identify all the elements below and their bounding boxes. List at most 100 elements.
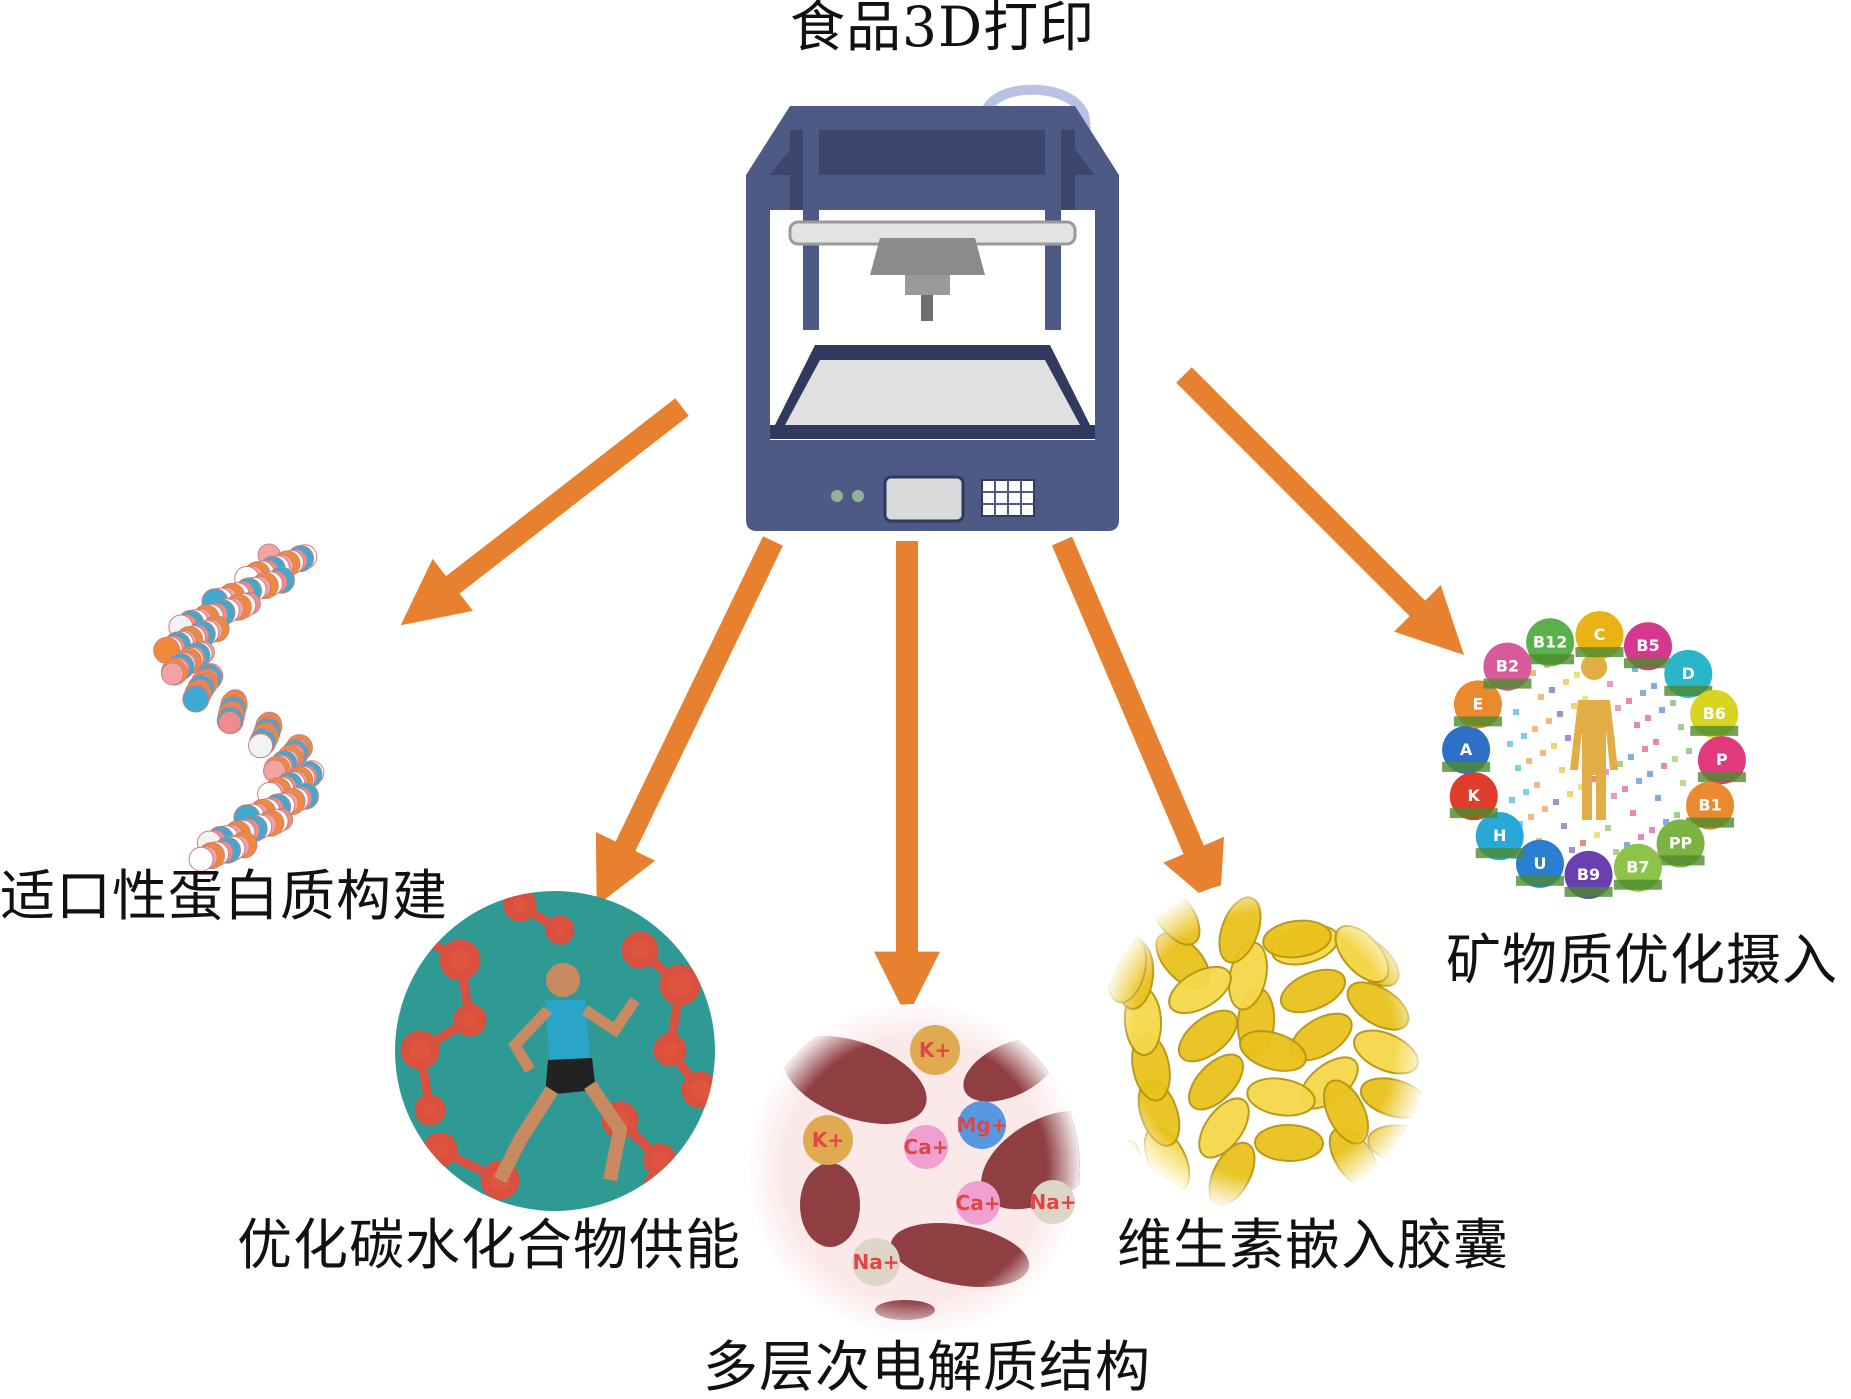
nutrient-dot [1534,782,1540,788]
vitamin-label: D [1682,664,1695,683]
nutrient-dot [1542,806,1548,812]
vegetable-base [1613,879,1662,890]
nutrient-dot [1615,705,1621,711]
atom [248,733,274,759]
label-electrolyte: 多层次电解质结构 [703,1335,1152,1399]
arrow-to-vitamin [1051,536,1224,911]
vitamin-label: B1 [1698,796,1721,815]
nutrient-dot [1640,690,1646,696]
nutrient-dot [1663,819,1669,825]
nutrient-dot [1628,754,1634,760]
vegetable-base [1690,725,1739,736]
vegetable-base [1623,658,1672,669]
nutrient-dot [1559,767,1565,773]
nutrient-dot [1653,739,1659,745]
atom [182,685,210,713]
nutrient-dot [1617,761,1623,767]
nutrient-dot [1624,842,1630,848]
vitamin-label: B6 [1703,704,1726,723]
vitamin-label: A [1460,740,1473,759]
vitamin-label: B7 [1626,858,1649,877]
nutrient-dot [1509,797,1515,803]
ion-label: Mg+ [957,1113,1008,1137]
ion-label: Na+ [1030,1190,1077,1214]
nutrient-dot [1515,765,1521,771]
nutrient-dot [1569,847,1575,853]
nutrient-dot [1645,715,1651,721]
nutrient-dot [1632,666,1638,672]
nutrient-dot [1521,733,1527,739]
nutrient-dot [1538,694,1544,700]
nutrient-dot [1513,709,1519,715]
arrow-to-protein [400,398,689,626]
nutrient-dot [1574,672,1580,678]
nutrient-dot [1594,832,1600,838]
vitamin-capsules-image [1098,880,1428,1210]
nutrient-dot [1565,735,1571,741]
nutrient-dot [1670,700,1676,706]
title-food-3d-printing: 食品3D打印 [790,0,1096,59]
vitamin-label: C [1594,625,1606,644]
nutrient-dot [1630,810,1636,816]
nutrient-dot [1678,724,1684,730]
nutrient-dot [1561,823,1567,829]
nutrient-dot [1672,756,1678,762]
label-vitamin: 维生素嵌入胶囊 [1117,1213,1510,1277]
vegetable-base [1453,716,1502,727]
vegetable-base [1442,761,1491,772]
nutrient-dot [1647,771,1653,777]
nutrient-dot [1563,679,1569,685]
ion-label: Ca+ [956,1191,1001,1215]
nutrient-dot [1567,791,1573,797]
atom [161,662,185,686]
3d-printer-icon [746,84,1119,531]
nutrient-dot [1605,825,1611,831]
vegetable-base [1664,685,1713,696]
nutrient-dot [1551,743,1557,749]
vegetable-base [1475,848,1524,859]
nutrient-dot [1661,763,1667,769]
vegetable-base [1449,808,1498,819]
vitamin-label: B12 [1533,632,1567,651]
nutrient-dot [1553,799,1559,805]
nutrient-dot [1613,849,1619,855]
nutrient-dot [1530,670,1536,676]
nutrient-dot [1540,750,1546,756]
vitamin-label: U [1534,854,1547,873]
nutrient-dot [1526,758,1532,764]
vegetable-base [1526,654,1575,665]
ion-label: K+ [919,1038,951,1062]
label-carbohydrate: 优化碳水化合物供能 [237,1213,742,1277]
nutrient-dot [1582,696,1588,702]
label-mineral: 矿物质优化摄入 [1446,928,1839,992]
vegetable-base [1686,817,1735,828]
vitamin-label: B2 [1496,657,1519,676]
vitamin-label: PP [1669,833,1693,852]
nutrient-dot [1578,784,1584,790]
ion-label: Ca+ [904,1135,949,1159]
nutrient-dot [1634,722,1640,728]
atom [218,710,242,734]
nutrient-dot [1674,812,1680,818]
nutrient-dot [1622,786,1628,792]
nutrient-dot [1580,840,1586,846]
nutrient-dot [1686,748,1692,754]
nutrient-dot [1557,711,1563,717]
nutrient-dot [1680,780,1686,786]
nutrient-dot [1546,718,1552,724]
ion-label: Na+ [853,1250,900,1274]
vitamin-label: E [1472,694,1483,713]
nutrient-dot [1611,793,1617,799]
nutrient-dot [1651,683,1657,689]
nutrient-dot [1507,741,1513,747]
arrow-to-carbohydrate [595,536,783,906]
vitamin-label: B9 [1577,865,1600,884]
nutrient-dot [1638,834,1644,840]
protein-helix-image [153,543,325,872]
nutrient-dot [1659,707,1665,713]
nutrient-dot [1642,746,1648,752]
vegetable-base [1697,772,1746,783]
